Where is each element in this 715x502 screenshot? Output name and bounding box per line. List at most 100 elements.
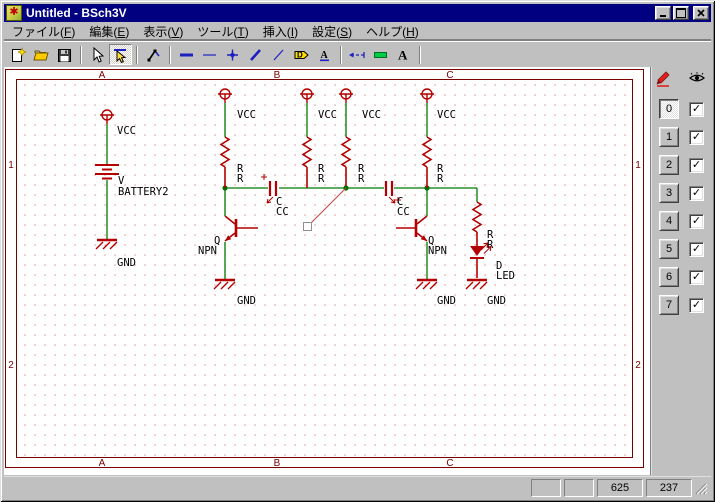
layer-visible-checkbox-0[interactable]: ✓ xyxy=(689,102,704,117)
open-folder-icon xyxy=(33,50,49,60)
layer-visible-checkbox-7[interactable]: ✓ xyxy=(689,298,704,313)
node-edit-tool-button[interactable] xyxy=(142,44,165,65)
capacitor-c1[interactable] xyxy=(261,174,278,204)
battery-symbol[interactable] xyxy=(95,164,119,180)
menu-view[interactable]: 表示(V) xyxy=(143,25,184,39)
resistor-r3 xyxy=(340,136,352,186)
r5-name: R xyxy=(487,239,494,251)
cursor-wire-icon xyxy=(114,48,127,63)
menu-edit[interactable]: 編集(E) xyxy=(89,25,130,39)
layer-row-1: 1 ✓ xyxy=(652,127,712,147)
led-d1[interactable] xyxy=(470,242,492,278)
layer-button-0[interactable]: 0 xyxy=(659,99,679,119)
cursor-icon xyxy=(93,46,105,63)
r3-ref: R xyxy=(358,163,365,175)
menu-file[interactable]: ファイル(F) xyxy=(12,25,76,39)
layer-visible-checkbox-2[interactable]: ✓ xyxy=(689,158,704,173)
vcc-symbols[interactable] xyxy=(100,88,434,124)
vcc-label-battery: VCC xyxy=(117,125,136,137)
maximize-button[interactable] xyxy=(673,6,689,20)
layer-row-0: 0 ✓ xyxy=(652,99,712,119)
drag-handle[interactable] xyxy=(303,222,312,231)
vcc-symbol-3 xyxy=(339,88,353,103)
wires[interactable] xyxy=(106,103,478,279)
layer-button-2[interactable]: 2 xyxy=(659,155,679,175)
layer-visible-checkbox-6[interactable]: ✓ xyxy=(689,270,704,285)
titlebar[interactable]: Untitled - BSch3V xyxy=(4,4,711,22)
layer-button-5[interactable]: 5 xyxy=(659,239,679,259)
bold-a-icon: A xyxy=(398,47,408,62)
new-document-icon xyxy=(12,46,27,62)
vcc-symbol-4 xyxy=(420,88,434,103)
label-badge-icon: D xyxy=(294,50,309,59)
transistor-q2[interactable] xyxy=(396,215,428,242)
r3-name: R xyxy=(358,173,365,185)
status-panel-empty-1 xyxy=(531,479,561,497)
layer-row-5: 5 ✓ xyxy=(652,239,712,259)
app-icon[interactable] xyxy=(6,5,22,21)
transistor-q1[interactable] xyxy=(224,215,258,242)
text-tool-button[interactable]: A xyxy=(313,44,336,65)
label-tool-button[interactable]: D xyxy=(290,44,313,65)
resistor-r4 xyxy=(421,136,433,188)
schematic-canvas[interactable]: A B C A B C 1 2 1 2 xyxy=(4,67,651,475)
check-icon: ✓ xyxy=(691,299,702,311)
q1-name: NPN xyxy=(198,245,217,257)
new-document-button[interactable] xyxy=(7,44,30,65)
gnd-label-led: GND xyxy=(487,295,506,307)
save-button[interactable] xyxy=(53,44,76,65)
layer-button-6[interactable]: 6 xyxy=(659,267,679,287)
slash-tool-button[interactable] xyxy=(267,44,290,65)
window-title: Untitled - BSch3V xyxy=(26,6,127,20)
layer-visible-checkbox-5[interactable]: ✓ xyxy=(689,242,704,257)
bus-tool-button[interactable] xyxy=(175,44,198,65)
zone-col-a-bottom: A xyxy=(99,458,106,469)
gnd-symbol-q1 xyxy=(213,278,236,290)
rubberband-wire[interactable] xyxy=(303,187,347,231)
gnd-label-battery: GND xyxy=(117,257,136,269)
eye-icon xyxy=(689,72,705,82)
highlight-tool-button[interactable] xyxy=(369,44,392,65)
select-tool-button[interactable] xyxy=(86,44,109,65)
zone-col-b-top: B xyxy=(274,70,281,81)
layer-row-2: 2 ✓ xyxy=(652,155,712,175)
menu-tool[interactable]: ツール(T) xyxy=(197,25,249,39)
layer-button-1[interactable]: 1 xyxy=(659,127,679,147)
r1-ref: R xyxy=(237,163,244,175)
svg-text:D: D xyxy=(297,50,303,59)
junction-tool-button[interactable] xyxy=(221,44,244,65)
capacitor-c2[interactable] xyxy=(384,181,401,204)
menu-help[interactable]: ヘルプ(H) xyxy=(366,25,419,39)
status-coord-y: 237 xyxy=(646,479,692,497)
resistors[interactable] xyxy=(219,136,483,246)
layer-visible-checkbox-3[interactable]: ✓ xyxy=(689,186,704,201)
minimize-button[interactable] xyxy=(655,6,671,20)
layer-visible-checkbox-1[interactable]: ✓ xyxy=(689,130,704,145)
svg-text:A: A xyxy=(321,50,329,61)
open-file-button[interactable] xyxy=(30,44,53,65)
toolbar-separator xyxy=(340,45,342,64)
thick-slash-icon xyxy=(250,48,261,61)
wire-select-tool-button[interactable] xyxy=(109,44,132,65)
layer-button-4[interactable]: 4 xyxy=(659,211,679,231)
status-bar: 625 237 xyxy=(4,476,711,499)
menu-settings[interactable]: 設定(S) xyxy=(312,25,353,39)
green-bar-icon xyxy=(374,51,387,58)
wire-tool-button[interactable] xyxy=(198,44,221,65)
dashed-line-tool-button[interactable] xyxy=(346,44,369,65)
thin-slash-icon xyxy=(273,49,284,60)
layer-button-3[interactable]: 3 xyxy=(659,183,679,203)
bold-text-tool-button[interactable]: A xyxy=(392,44,415,65)
gnd-symbol-led xyxy=(465,278,488,290)
close-button[interactable] xyxy=(693,6,709,20)
gnd-symbol-battery xyxy=(95,238,118,250)
gnd-symbols[interactable] xyxy=(95,238,488,290)
menu-insert[interactable]: 挿入(I) xyxy=(262,25,299,39)
bus-slash-tool-button[interactable] xyxy=(244,44,267,65)
layer-visible-checkbox-4[interactable]: ✓ xyxy=(689,214,704,229)
layer-button-7[interactable]: 7 xyxy=(659,295,679,315)
svg-text:A: A xyxy=(398,47,408,62)
resize-grip[interactable] xyxy=(694,480,708,496)
minimize-icon xyxy=(660,15,666,17)
check-icon: ✓ xyxy=(691,243,702,255)
